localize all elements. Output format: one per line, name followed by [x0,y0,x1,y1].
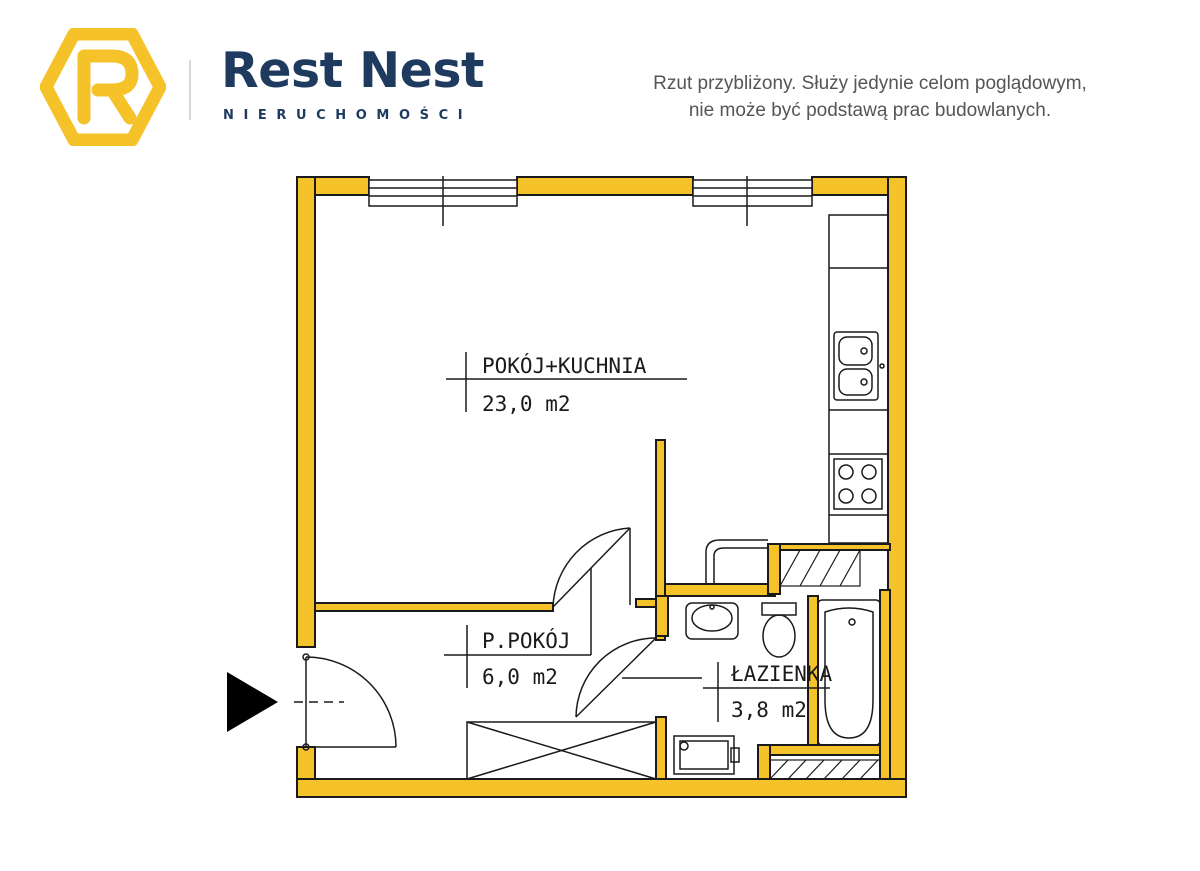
brand-logo: Rest Nest NIERUCHOMOŚCI [40,28,540,148]
toilet-icon [761,602,797,658]
disclaimer-line-2: nie może być podstawą prac budowlanych. [688,100,1052,121]
room-label-hall: P.POKÓJ 6,0 m2 [444,568,592,689]
room-area-living: 23,0 m2 [482,392,571,416]
room-name-hall: P.POKÓJ [482,628,571,653]
room-label-living: POKÓJ+KUCHNIA 23,0 m2 [446,352,687,416]
disclaimer-line-1: Rzut przybliżony. Służy jedynie celom po… [653,73,1087,94]
ventilation-shaft [769,549,881,780]
door-arc-icon [294,527,657,751]
rest-nest-logo-icon [40,28,166,146]
logo-divider [189,60,191,120]
entrance-arrow-icon [227,672,278,732]
water-heater [673,735,740,775]
room-name-living: POKÓJ+KUCHNIA [482,353,647,378]
wardrobe [466,721,657,780]
windows [368,176,813,226]
sink-icon [833,331,885,401]
room-area-hall: 6,0 m2 [482,665,558,689]
kitchen-pipe [705,539,768,584]
bathtub-icon [817,599,881,746]
stove-icon [833,458,883,510]
room-area-bathroom: 3,8 m2 [731,698,807,722]
brand-name: Rest Nest [221,42,484,99]
disclaimer: Rzut przybliżony. Służy jedynie celom po… [610,70,1130,124]
washbasin-icon [685,602,739,640]
brand-subtitle: NIERUCHOMOŚCI [223,108,473,123]
walls [296,176,907,798]
room-name-bathroom: ŁAZIENKA [730,662,833,686]
room-label-bathroom: ŁAZIENKA 3,8 m2 [622,662,833,722]
kitchen-counter [828,214,889,544]
